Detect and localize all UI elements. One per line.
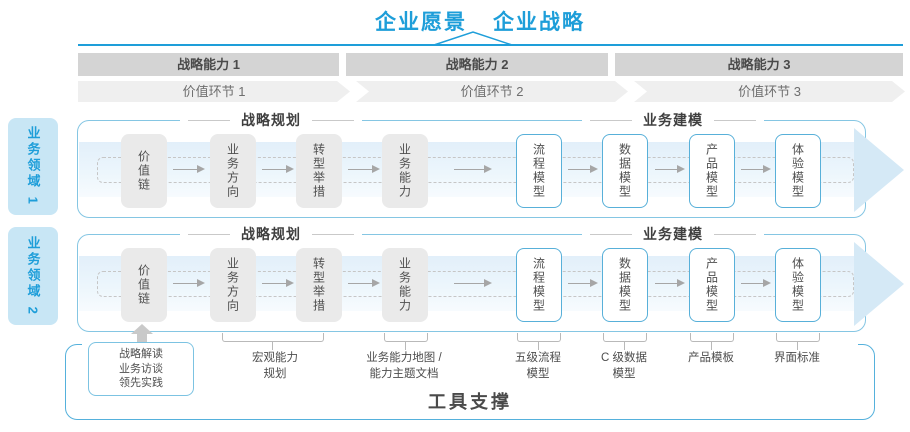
divider-line <box>78 44 903 46</box>
bracket <box>690 333 734 342</box>
box-process-model: 流程模型 <box>516 248 562 322</box>
annotation-product-template: 产品模板 <box>688 352 734 364</box>
arrow-up-stem <box>137 333 147 343</box>
annotation-macro-capability: 宏观能力 规划 <box>252 352 298 380</box>
flow-arrowhead-icon <box>854 128 904 212</box>
modeling-header: 业务建模 <box>582 110 764 130</box>
arrow-right-icon <box>741 164 771 173</box>
modeling-header: 业务建模 <box>582 224 764 244</box>
box-business-direction: 业务方向 <box>210 248 256 322</box>
annotation-ui-standard: 界面标准 <box>774 352 820 364</box>
bracket <box>603 333 647 342</box>
header-line <box>188 233 230 235</box>
annotation-process-model: 五级流程 模型 <box>515 352 561 380</box>
box-value-chain: 价值链 <box>121 134 167 208</box>
arrow-right-icon <box>568 164 598 173</box>
header-line <box>590 233 632 235</box>
caret-up-icon <box>433 31 513 46</box>
bracket-stub <box>405 341 406 350</box>
arrow-right-icon <box>262 278 294 287</box>
strategy-input-box: 战略解读 业务访谈 领先实践 <box>88 342 194 396</box>
box-business-capability: 业务能力 <box>382 248 428 322</box>
page-title: 企业愿景 企业战略 <box>50 6 910 36</box>
domain-tab-2: 业务领域 2 <box>8 227 58 325</box>
value-link-chevron-2: 价值环节 2 <box>356 81 628 102</box>
tool-support-label: 工具支撑 <box>428 392 512 412</box>
header-line <box>590 119 632 121</box>
bracket <box>384 333 428 342</box>
box-value-chain: 价值链 <box>121 248 167 322</box>
box-experience-model: 体验模型 <box>775 134 821 208</box>
arrow-right-icon <box>741 278 771 287</box>
box-experience-model: 体验模型 <box>775 248 821 322</box>
value-link-chevron-3: 价值环节 3 <box>634 81 905 102</box>
bracket <box>776 333 820 342</box>
arrow-right-icon <box>173 278 205 287</box>
header-line <box>714 233 756 235</box>
arrow-up-icon <box>131 324 153 334</box>
bracket <box>222 333 324 342</box>
box-process-model: 流程模型 <box>516 134 562 208</box>
arrow-right-icon <box>655 278 685 287</box>
bracket-stub <box>538 341 539 350</box>
arrow-right-icon <box>568 278 598 287</box>
box-product-model: 产品模型 <box>689 248 735 322</box>
arrow-right-icon <box>348 164 380 173</box>
bracket-stub <box>797 341 798 350</box>
annotation-data-model: C 级数据 模型 <box>601 352 647 380</box>
domain-1-panel: 战略规划 业务建模 价值链 业务方向 转型举措 业务能力 流程模型 数据模型 产… <box>77 110 904 218</box>
planning-header: 战略规划 <box>180 224 362 244</box>
vision-title: 企业愿景 <box>375 11 467 34</box>
box-transformation: 转型举措 <box>296 134 342 208</box>
box-data-model: 数据模型 <box>602 134 648 208</box>
header-line <box>312 233 354 235</box>
capability-bar-3: 战略能力 3 <box>615 53 903 76</box>
flow-arrowhead-icon <box>854 242 904 326</box>
planning-header: 战略规划 <box>180 110 362 130</box>
arrow-right-icon <box>348 278 380 287</box>
arrow-right-icon <box>454 278 492 287</box>
header-line <box>714 119 756 121</box>
bracket-stub <box>711 341 712 350</box>
header-line <box>188 119 230 121</box>
box-data-model: 数据模型 <box>602 248 648 322</box>
bracket-stub <box>272 341 273 350</box>
arrow-right-icon <box>655 164 685 173</box>
dashed-track <box>97 271 854 297</box>
arrow-right-icon <box>173 164 205 173</box>
bracket-stub <box>624 341 625 350</box>
container-top-mask <box>82 338 858 351</box>
header-line <box>312 119 354 121</box>
annotation-capability-map: 业务能力地图 / 能力主题文档 <box>366 352 442 380</box>
box-product-model: 产品模型 <box>689 134 735 208</box>
arrow-right-icon <box>454 164 492 173</box>
bracket <box>517 333 561 342</box>
strategy-title: 企业战略 <box>493 11 585 34</box>
box-business-direction: 业务方向 <box>210 134 256 208</box>
arrow-right-icon <box>262 164 294 173</box>
value-link-chevron-1: 价值环节 1 <box>78 81 350 102</box>
box-business-capability: 业务能力 <box>382 134 428 208</box>
domain-2-panel: 战略规划 业务建模 价值链 业务方向 转型举措 业务能力 流程模型 数据模型 产… <box>77 224 904 332</box>
capability-bar-1: 战略能力 1 <box>78 53 339 76</box>
domain-tab-1: 业务领域 1 <box>8 118 58 215</box>
box-transformation: 转型举措 <box>296 248 342 322</box>
dashed-track <box>97 157 854 183</box>
capability-bar-2: 战略能力 2 <box>346 53 608 76</box>
